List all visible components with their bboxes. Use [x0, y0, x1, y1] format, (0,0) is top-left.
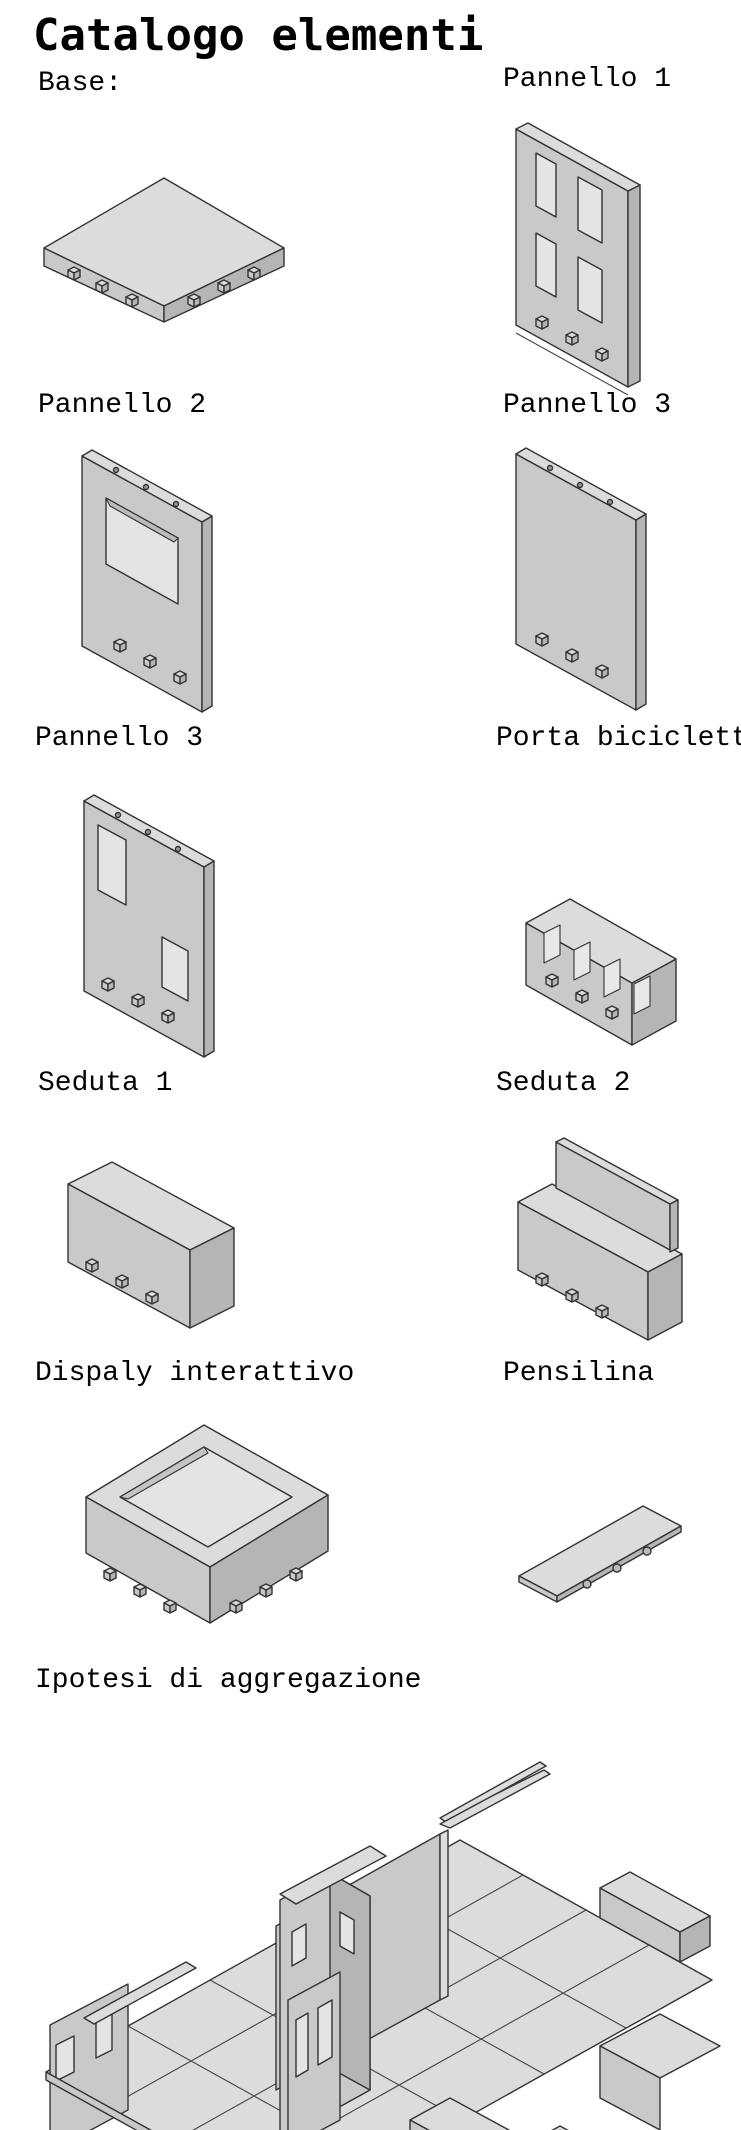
label-pensilina: Pensilina	[503, 1358, 655, 1389]
pannello-1-figure	[515, 122, 641, 396]
label-base: Base:	[38, 68, 123, 99]
label-porta-biciclette: Porta biciclette	[496, 723, 741, 754]
label-seduta-2: Seduta 2	[496, 1068, 631, 1099]
seduta-2-figure	[517, 1137, 683, 1341]
label-pannello-3b: Pannello 3	[35, 723, 204, 754]
label-display-interattivo: Dispaly interattivo	[35, 1358, 355, 1389]
pannello-3b-figure	[83, 794, 215, 1058]
label-seduta-1: Seduta 1	[38, 1068, 173, 1099]
label-pannello-1: Pannello 1	[503, 64, 672, 95]
pensilina-figure	[518, 1505, 682, 1603]
base-figure	[43, 177, 285, 323]
label-pannello-2: Pannello 2	[38, 390, 207, 421]
pannello-2-figure	[81, 449, 213, 713]
seduta-1-figure	[67, 1161, 235, 1329]
porta-biciclette-figure	[525, 898, 677, 1046]
page-title: Catalogo elementi	[33, 10, 484, 61]
display-interattivo-figure	[85, 1424, 329, 1624]
aggregazione-figure	[45, 1761, 721, 2130]
label-ipotesi-aggregazione: Ipotesi di aggregazione	[35, 1665, 422, 1696]
label-pannello-3a: Pannello 3	[503, 390, 672, 421]
pannello-3a-figure	[515, 447, 647, 711]
